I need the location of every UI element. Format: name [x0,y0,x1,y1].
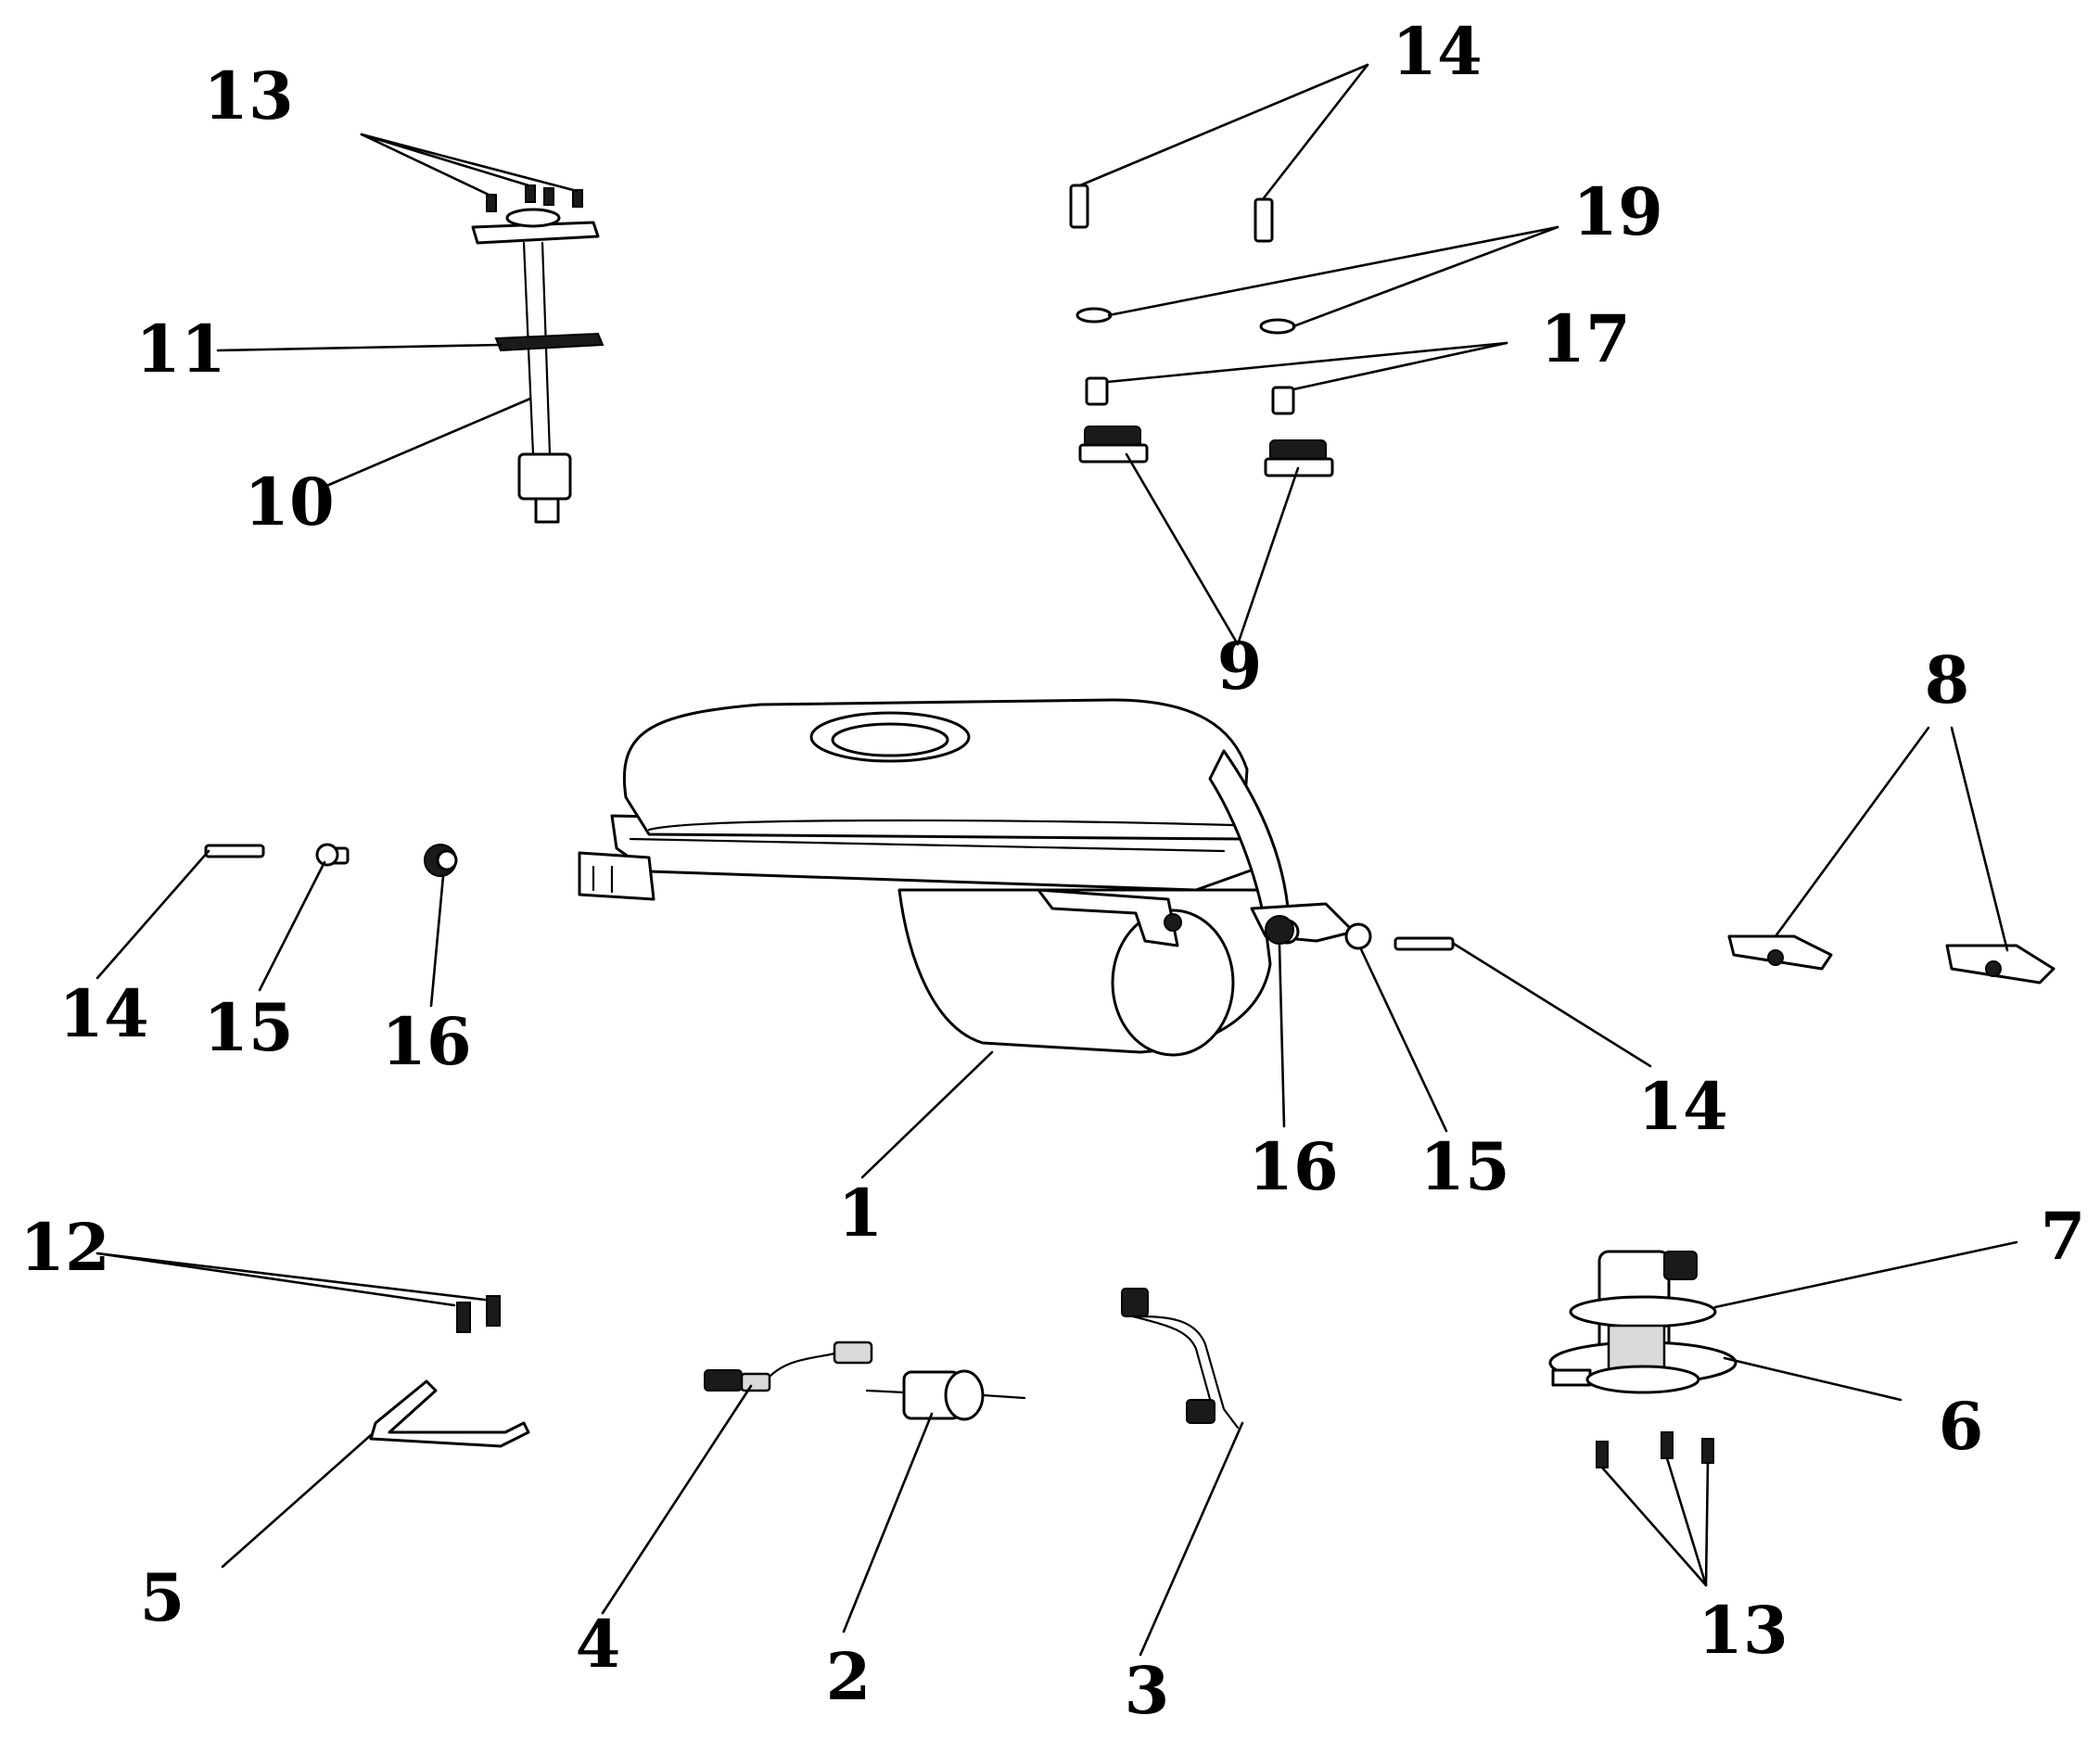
callout-17: 17 [1540,300,1630,377]
part-2-fuel-filter [865,1369,1026,1421]
callout-15-left: 15 [203,989,293,1066]
callout-3: 3 [1125,1652,1170,1729]
callout-16-left: 16 [381,1003,471,1080]
callout-1: 1 [838,1175,884,1252]
callout-6: 6 [1939,1388,1984,1465]
callout-5: 5 [140,1559,185,1636]
part-6-7-fuel-pump [1548,1250,1737,1394]
callout-7: 7 [2041,1198,2086,1275]
part-13-pump-bolts [1596,1431,1714,1468]
leader-lines [95,63,2018,1657]
callout-9: 9 [1217,628,1263,705]
callout-12: 12 [19,1209,109,1286]
callout-14-top: 14 [1392,13,1482,90]
callout-2: 2 [826,1638,872,1715]
right-fasteners [1265,915,1455,951]
part-10-11-level-sender [471,184,605,524]
part-12-bolts [456,1295,501,1333]
callout-15-right: 15 [1419,1128,1509,1205]
callout-8: 8 [1925,642,1970,718]
callout-10: 10 [244,464,334,540]
left-fasteners [204,843,458,877]
part-17-spacers [1085,376,1295,415]
part-1-tank [578,698,1355,1057]
part-9-mounts [1078,426,1334,477]
part-4-hose [704,1341,873,1392]
callout-labels: 1 2 3 4 5 6 7 8 9 10 11 12 13 13 14 14 1… [19,13,2085,1729]
callout-4: 4 [576,1606,621,1683]
part-8-clips [1727,934,2055,985]
callout-14-left: 14 [58,975,148,1052]
callout-13-bottom: 13 [1698,1592,1788,1669]
part-5-strap [369,1379,530,1448]
callout-13-top: 13 [203,57,293,134]
callout-11: 11 [135,311,225,388]
part-14-top-bolts [1069,184,1274,243]
callout-14-right: 14 [1637,1068,1727,1145]
part-3-fuel-pipe [1121,1288,1240,1430]
part-19-washers [1075,307,1296,335]
callout-19: 19 [1572,173,1662,250]
callout-16-right: 16 [1248,1128,1338,1205]
